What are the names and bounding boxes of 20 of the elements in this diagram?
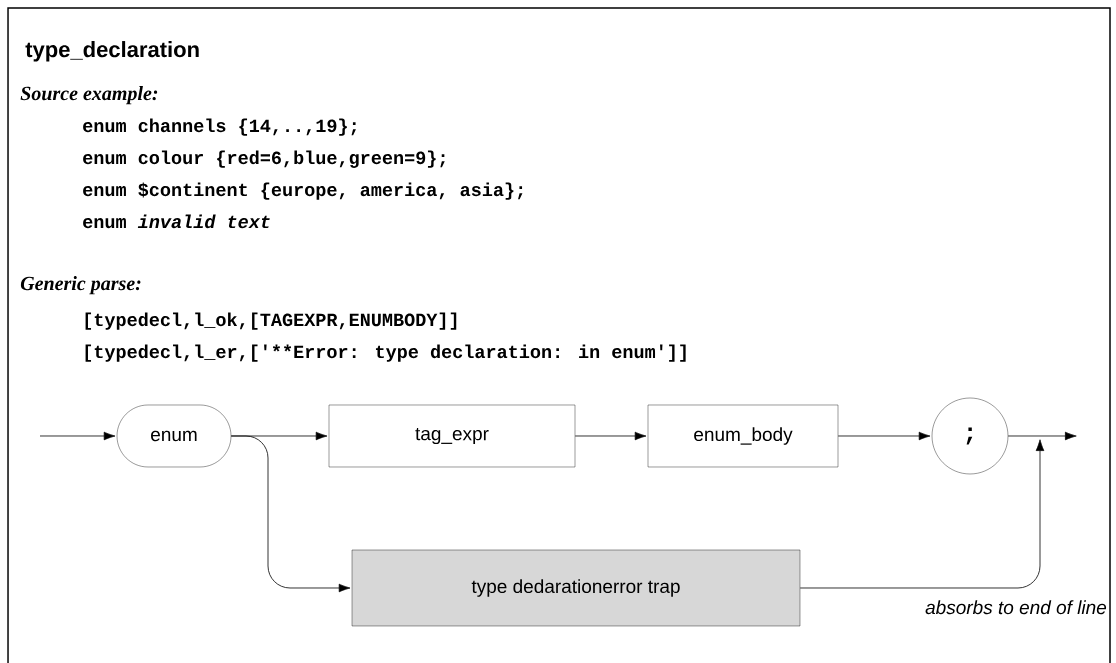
arrow	[1007, 431, 1077, 441]
code-line: enum channels {14,..,19};	[83, 118, 356, 136]
section-heading: Generic parse:	[20, 276, 141, 295]
process-box: tag_expr	[328, 404, 576, 468]
title: type_declaration	[25, 41, 199, 62]
rounded-terminal: enum	[116, 404, 232, 468]
arrow	[837, 431, 931, 441]
code-line: enum colour {red=6,blue,green=9};	[83, 150, 445, 168]
arrow	[39, 431, 116, 441]
code-line: enum $continent {europe, america, asia};	[83, 182, 523, 200]
section-heading: Source example:	[20, 86, 158, 105]
arrow	[574, 431, 647, 441]
arrow	[799, 439, 1045, 589]
code-line: [typedecl,l_ok,[TAGEXPR,ENUMBODY]]	[85, 312, 457, 330]
code-line: enum invalid text	[83, 214, 270, 229]
edge-label: absorbs to end of line	[924, 599, 1108, 616]
process-box: enum_body	[647, 404, 839, 468]
code-line: [typedecl,l_er,['**Error: type declaration: in enum']]	[85, 344, 686, 362]
error-trap-box: type dedarationerror trap	[351, 549, 801, 627]
arrow	[230, 435, 351, 593]
